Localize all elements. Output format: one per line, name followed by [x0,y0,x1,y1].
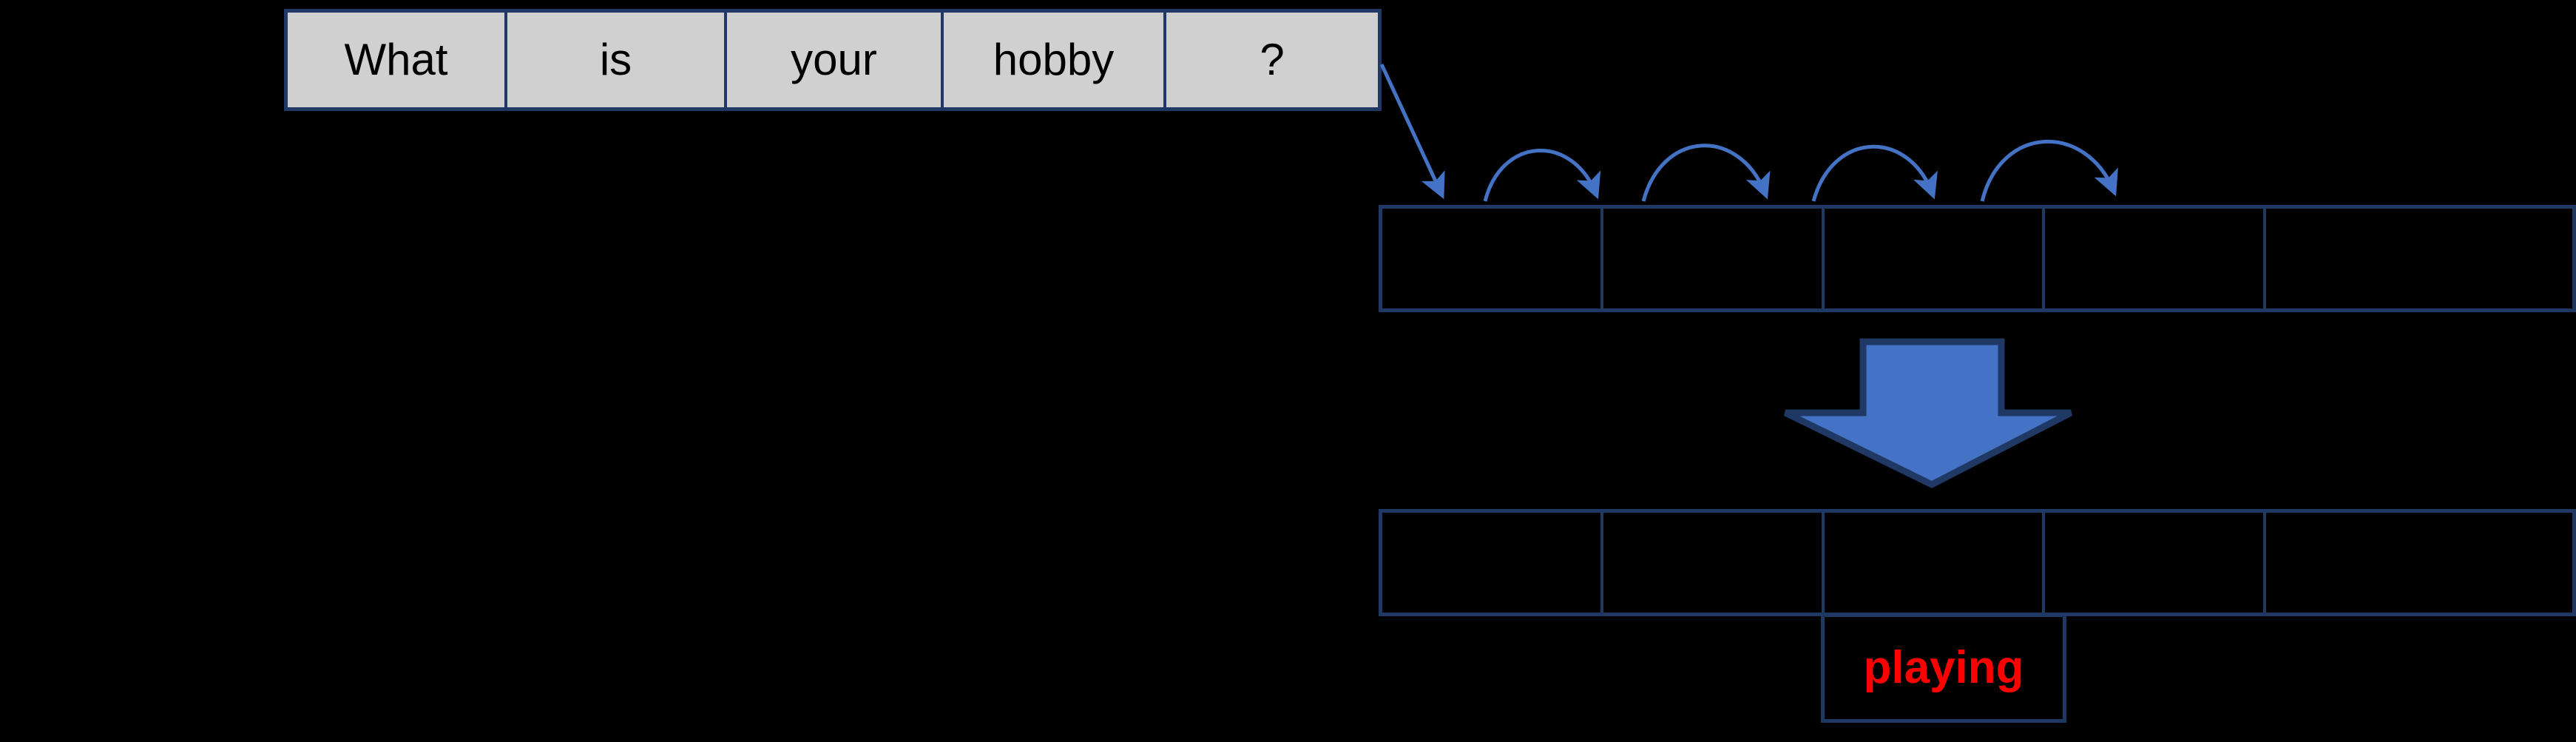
decoder-cell-4[interactable] [2045,513,2266,613]
encoder-state-table [1379,205,2576,312]
source-cell-5[interactable]: ? [1166,13,1378,107]
recurrent-arc-4 [1980,140,2118,202]
decoder-cell-1[interactable] [1382,513,1603,613]
source-cell-4[interactable]: hobby [944,13,1166,107]
encoder-cell-5[interactable] [2266,209,2572,308]
decoder-cell-5[interactable] [2266,513,2572,613]
source-cell-1-label: What [344,35,448,84]
recurrent-arc-2 [1641,144,1771,202]
source-to-encoder-line [1379,63,1445,200]
source-cell-4-label: hobby [993,35,1115,84]
output-word-cell[interactable]: playing [1821,613,2066,723]
source-token-table: What is your hobby ? [284,9,1382,111]
encoder-cell-3[interactable] [1825,209,2045,308]
encoder-cell-1[interactable] [1382,209,1603,308]
output-word-label: playing [1863,642,2024,693]
decoder-cell-3[interactable] [1825,513,2045,613]
encoder-cell-4[interactable] [2045,209,2266,308]
encoder-cell-2[interactable] [1603,209,1825,308]
decoder-cell-2[interactable] [1603,513,1825,613]
recurrent-arc-1 [1483,149,1601,202]
decoder-state-table [1379,509,2576,616]
encoder-to-decoder-arrow [1784,338,2073,489]
source-cell-5-label: ? [1260,35,1285,84]
source-cell-3-label: your [791,35,877,84]
source-cell-2[interactable]: is [507,13,727,107]
recurrent-arc-3 [1811,144,1938,202]
source-cell-3[interactable]: your [727,13,944,107]
source-cell-2-label: is [599,35,632,84]
source-cell-1[interactable]: What [288,13,507,107]
